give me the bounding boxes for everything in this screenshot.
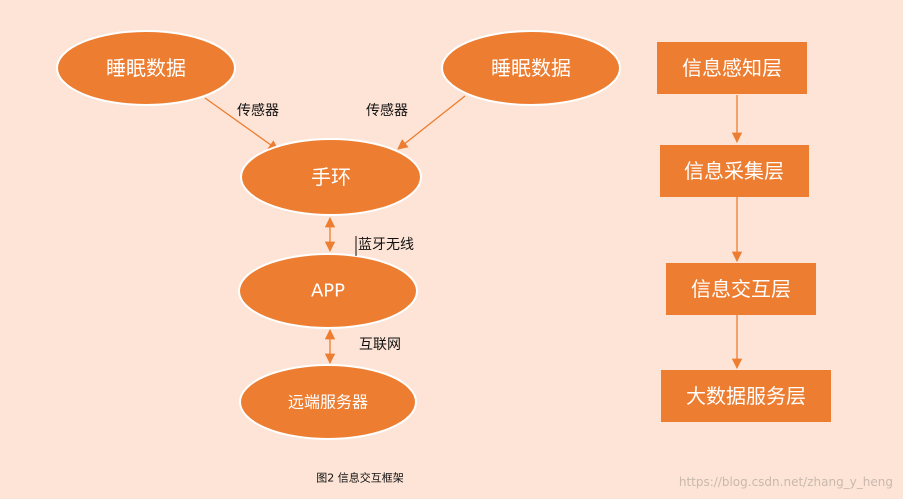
node-sleep-data-right-label: 睡眠数据	[491, 56, 571, 80]
watermark: https://blog.csdn.net/zhang_y_heng	[679, 475, 893, 489]
edge-sleep-left-to-wristband	[204, 97, 279, 151]
figure-caption: 图2 信息交互框架	[316, 471, 404, 485]
node-remote-server: 远端服务器	[239, 364, 417, 440]
edge-label-bluetooth: 蓝牙无线	[358, 237, 414, 253]
node-remote-server-label: 远端服务器	[288, 393, 368, 412]
node-sleep-data-left-label: 睡眠数据	[106, 56, 186, 80]
edge-label-internet: 互联网	[359, 337, 401, 353]
layer-box-collection: 信息采集层	[660, 145, 809, 197]
node-wristband: 手环	[240, 138, 422, 216]
node-wristband-label: 手环	[311, 165, 351, 189]
layer-box-big-data-service: 大数据服务层	[661, 370, 831, 422]
edge-sleep-right-to-wristband	[397, 95, 466, 150]
node-app-label: APP	[311, 281, 345, 302]
layer-box-perception-label: 信息感知层	[682, 56, 782, 80]
layer-box-interaction: 信息交互层	[666, 263, 816, 315]
edge-label-sensor-left: 传感器	[237, 102, 279, 119]
edge-label-sensor-right: 传感器	[366, 102, 408, 119]
node-app: APP	[238, 253, 418, 329]
node-sleep-data-right: 睡眠数据	[441, 30, 621, 106]
node-sleep-data-left: 睡眠数据	[56, 30, 236, 106]
layer-box-big-data-service-label: 大数据服务层	[686, 384, 806, 408]
layer-box-perception: 信息感知层	[657, 42, 807, 94]
layer-box-interaction-label: 信息交互层	[691, 277, 791, 301]
layer-box-collection-label: 信息采集层	[684, 159, 784, 183]
